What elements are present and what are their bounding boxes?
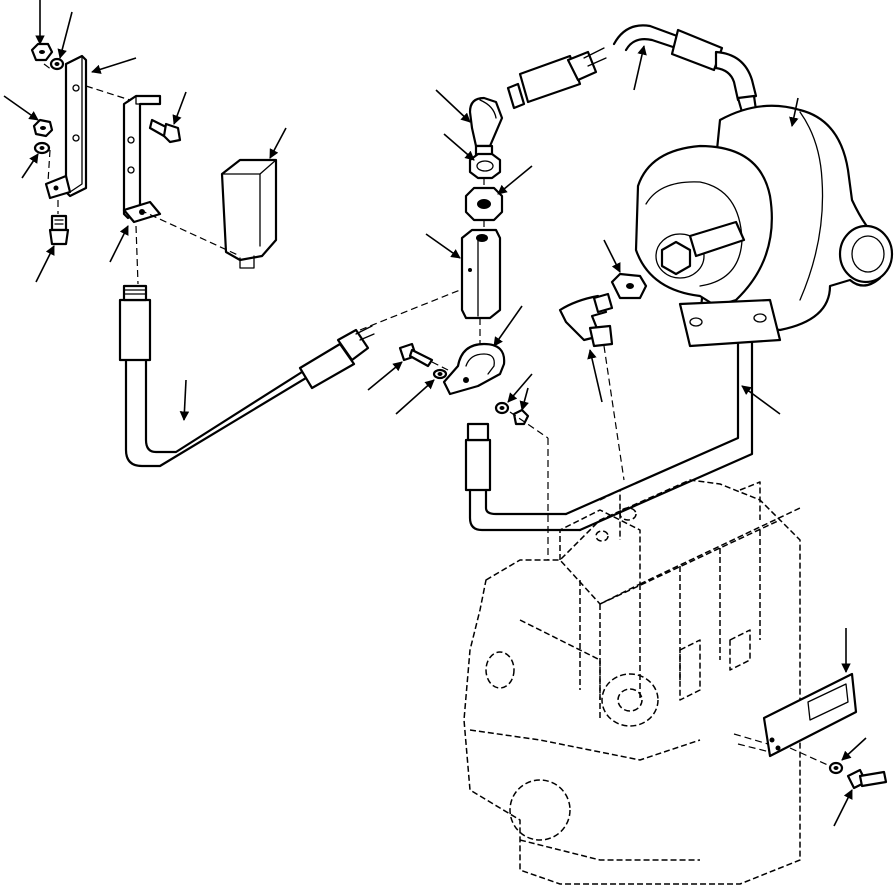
adapter-hex-long [460, 228, 502, 320]
callout-10 [179, 379, 190, 421]
hex-nut-top-left [30, 42, 54, 62]
callout-4 [3, 95, 39, 121]
callout-8 [35, 245, 55, 283]
callout-3 [91, 57, 137, 74]
callout-22 [633, 45, 647, 91]
name-plate [762, 672, 858, 758]
callout-17 [395, 379, 435, 415]
hose-upper [506, 47, 607, 110]
callout-24 [741, 385, 781, 415]
callout-20 [603, 239, 621, 273]
washer-mid-left [33, 141, 51, 155]
callout-5 [21, 153, 39, 179]
oil-line-left [118, 284, 375, 468]
callout-19 [519, 387, 529, 411]
callout-6 [172, 91, 187, 125]
assembly-lines-center [431, 178, 625, 560]
assembly-lines-left [43, 63, 461, 331]
hex-nut-mid-left [32, 118, 54, 138]
callout-15 [493, 305, 523, 347]
elbow-fitting-lower [558, 292, 614, 348]
elbow-fitting-top [468, 96, 504, 158]
assembly-lines-plate [733, 733, 831, 767]
bolt-clamp [398, 342, 434, 368]
turbocharger [634, 104, 894, 348]
callout-leaders [3, 0, 867, 827]
bolt-lower-left [48, 214, 70, 246]
bolt-upper [148, 118, 182, 144]
bracket-plate-left [44, 54, 88, 200]
callout-16 [367, 361, 403, 391]
washer-clamp [432, 368, 448, 380]
oil-line-right [464, 330, 754, 532]
washer-plate [828, 761, 844, 775]
callout-21 [587, 349, 603, 403]
fitting-turbo [610, 272, 648, 300]
callout-2 [57, 11, 73, 59]
callout-14 [425, 233, 461, 259]
callout-11 [435, 89, 471, 123]
callout-18 [507, 373, 533, 403]
callout-13 [497, 165, 533, 195]
engine-block [463, 479, 801, 885]
callout-7 [269, 127, 287, 159]
callout-9 [109, 225, 129, 263]
nut-center-2 [464, 186, 504, 222]
callout-27 [833, 789, 853, 827]
clamp [442, 342, 506, 396]
bolt-plate [846, 768, 888, 790]
callout-12 [443, 133, 475, 161]
nut-center-1 [468, 152, 502, 180]
callout-26 [841, 737, 867, 761]
bracket-mount-right [122, 94, 162, 224]
filter-box [220, 158, 278, 269]
callout-23 [789, 97, 799, 127]
washer-top-left [49, 57, 65, 71]
